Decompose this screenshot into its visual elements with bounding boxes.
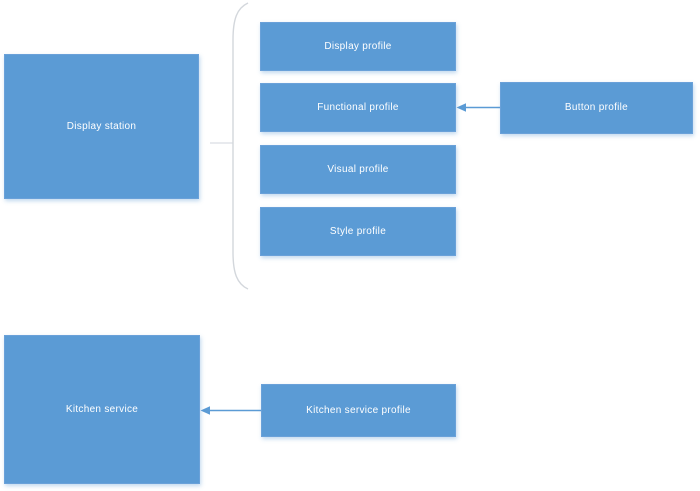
group-bracket[interactable] <box>232 2 249 290</box>
node-label: Kitchen service <box>65 403 139 415</box>
node-style-profile[interactable]: Style profile <box>260 207 456 256</box>
node-kitchen-service[interactable]: Kitchen service <box>4 335 200 484</box>
node-label: Functional profile <box>317 101 399 113</box>
node-label: Style profile <box>329 225 387 237</box>
node-display-profile[interactable]: Display profile <box>260 22 456 71</box>
arrow-button-profile-to-functional-profile[interactable] <box>456 103 501 112</box>
node-kitchen-service-profile[interactable]: Kitchen service profile <box>261 384 456 437</box>
node-display-station[interactable]: Display station <box>4 54 199 199</box>
node-label: Button profile <box>564 102 629 113</box>
node-button-profile[interactable]: Button profile <box>500 82 693 134</box>
node-functional-profile[interactable]: Functional profile <box>260 83 456 132</box>
node-visual-profile[interactable]: Visual profile <box>260 145 456 194</box>
arrow-kitchen-service-profile-to-kitchen-service[interactable] <box>200 406 262 415</box>
node-label: Kitchen service profile <box>306 404 411 416</box>
node-label: Display profile <box>324 40 392 52</box>
node-label: Display station <box>66 120 137 132</box>
node-label: Visual profile <box>327 163 389 175</box>
